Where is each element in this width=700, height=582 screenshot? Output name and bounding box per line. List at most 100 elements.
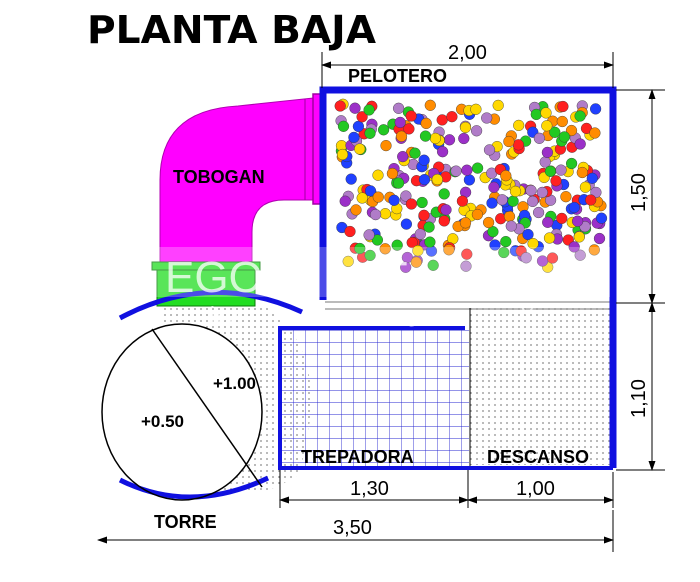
ball [337, 120, 350, 132]
torre-divider [151, 328, 263, 488]
floor-fills [102, 301, 610, 500]
ball [405, 198, 418, 210]
ball [574, 138, 586, 150]
ball [379, 243, 391, 255]
ball [354, 143, 366, 155]
dimensions [97, 52, 665, 552]
ball [419, 130, 432, 142]
ball [542, 216, 554, 228]
ball [571, 215, 584, 227]
ball [536, 186, 548, 199]
ball [585, 194, 597, 206]
ball [540, 107, 552, 119]
ball [438, 215, 450, 227]
ball [395, 130, 408, 142]
ball [595, 212, 608, 224]
ball [489, 239, 501, 251]
ball [546, 252, 559, 264]
ball [586, 172, 598, 184]
ball [420, 117, 432, 130]
ball [512, 139, 525, 151]
ball [370, 209, 382, 221]
tobogan-slide [151, 93, 324, 307]
ball [336, 148, 349, 161]
ball [463, 174, 476, 186]
ball [483, 144, 496, 156]
ball [431, 173, 443, 186]
ball [576, 166, 588, 179]
ball [350, 204, 362, 216]
ball [356, 111, 368, 123]
ball [460, 260, 472, 272]
label-trepadora: TREPADORA [301, 447, 414, 467]
ball-pit [334, 98, 608, 273]
ball [509, 185, 522, 198]
trepadora-floor [281, 330, 469, 467]
level-upper: +1.00 [213, 374, 256, 393]
ball [339, 195, 351, 207]
ball [525, 184, 537, 197]
ball [500, 170, 512, 182]
ball [344, 225, 356, 238]
ball [363, 104, 375, 116]
ball [345, 173, 357, 185]
ball [429, 132, 442, 145]
ball [461, 164, 473, 176]
ball [544, 165, 557, 177]
ball [550, 175, 562, 187]
ball [393, 177, 405, 189]
ball [471, 125, 483, 137]
ball [593, 232, 606, 245]
ball [400, 218, 413, 230]
ball [364, 127, 376, 139]
ball [492, 99, 504, 112]
ball [533, 132, 546, 144]
ball [443, 134, 456, 146]
ball [436, 114, 448, 126]
ball [446, 111, 458, 123]
ball [500, 236, 512, 248]
ball [459, 217, 472, 229]
ball [574, 249, 586, 261]
ball [568, 201, 580, 214]
ball [397, 151, 409, 163]
ball [450, 165, 462, 177]
ball [472, 162, 484, 174]
ball [520, 252, 532, 264]
ball [498, 246, 510, 259]
ball [412, 245, 424, 257]
ball [481, 112, 493, 124]
ball [530, 108, 542, 121]
ball [409, 147, 421, 159]
ball [565, 124, 578, 137]
ball [471, 208, 484, 221]
ball [414, 228, 426, 240]
walls [118, 86, 617, 500]
ball [556, 212, 568, 225]
ball [503, 210, 516, 223]
ball [568, 241, 580, 253]
ball [406, 237, 418, 249]
svg-text:EGO: EGO [165, 253, 263, 302]
ball [372, 169, 384, 181]
ball [423, 221, 435, 233]
torre-outline [101, 323, 263, 501]
torre-arc-bottom [118, 475, 270, 500]
ball [541, 146, 554, 159]
ball [342, 255, 354, 268]
ball [532, 206, 545, 219]
ball [579, 181, 592, 193]
ball [416, 196, 428, 209]
ball [438, 188, 450, 200]
torre-arc-top [118, 289, 304, 321]
ball [418, 154, 430, 166]
ball [487, 226, 499, 238]
label-descanso: DESCANSO [487, 447, 589, 467]
ball [549, 126, 561, 138]
descanso-floor [468, 307, 610, 465]
ball [470, 103, 482, 115]
label-tobogan: TOBOGAN [173, 167, 265, 187]
svg-text:Y: Y [520, 302, 535, 327]
pelotero-wall [319, 86, 617, 468]
